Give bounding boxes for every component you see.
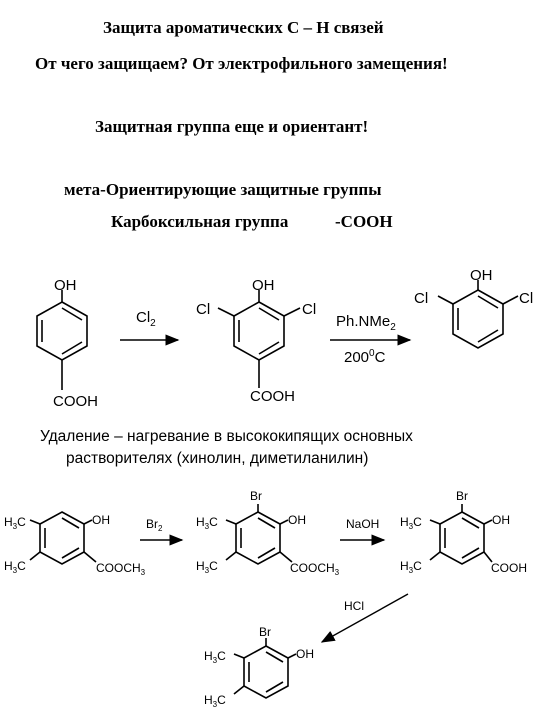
- acid-label: COOH: [491, 561, 527, 575]
- start-cooh-label: COOH: [53, 393, 98, 410]
- svg-text:H3C: H3C: [400, 515, 422, 531]
- oh-label: OH: [92, 513, 110, 527]
- svg-text:Cl2: Cl2: [136, 309, 156, 329]
- molecule-bromo-ester: Br H3C H3C OH COOCH3: [196, 489, 340, 577]
- oh-label: OH: [492, 513, 510, 527]
- svg-text:H3C: H3C: [400, 559, 422, 575]
- arrow-decarboxylation-hcl: HCl: [320, 593, 409, 643]
- arrow-bromination: Br2: [140, 517, 184, 546]
- svg-text:COOCH3: COOCH3: [290, 561, 340, 577]
- h3c-label: H: [400, 515, 409, 529]
- h3c-label: H: [4, 559, 13, 573]
- ester-label: COOCH: [290, 561, 335, 575]
- reagent-phnme2-sub: 2: [390, 322, 396, 333]
- h3c-sub: 3: [205, 566, 210, 575]
- molecule-bromo-acid: Br H3C H3C OH COOH: [400, 489, 527, 575]
- br-label: Br: [259, 625, 271, 639]
- h3c-c: C: [17, 515, 26, 529]
- end-cl-left-label: Cl: [414, 290, 428, 307]
- carboxyl-group-formula: -COOH: [335, 212, 393, 231]
- reagent-hcl: HCl: [344, 599, 364, 613]
- h3c-label: H: [4, 515, 13, 529]
- end-oh-label: OH: [470, 267, 493, 284]
- condition-unit: C: [375, 349, 386, 366]
- h3c-sub: 3: [205, 522, 210, 531]
- start-oh-label: OH: [54, 277, 77, 294]
- svg-text:Ph.NMe2: Ph.NMe2: [336, 313, 396, 333]
- arrow-chlorination: Cl2: [120, 309, 180, 346]
- svg-text:H3C: H3C: [4, 515, 26, 531]
- h3c-c: C: [217, 649, 226, 663]
- h3c-label: H: [400, 559, 409, 573]
- h3c-sub: 3: [409, 566, 414, 575]
- mid-oh-label: OH: [252, 277, 275, 294]
- condition-degree: 0: [369, 348, 375, 359]
- carboxyl-group-label: Карбоксильная группа: [111, 212, 289, 231]
- mid-cl-right-label: Cl: [302, 301, 316, 318]
- subtitle-question: От чего защищаем? От электрофильного зам…: [35, 54, 448, 73]
- subtitle-orientant: Защитная группа еще и ориентант!: [95, 117, 369, 136]
- svg-text:COOCH3: COOCH3: [96, 561, 146, 577]
- molecule-4-hydroxybenzoic-acid: OH COOH: [36, 277, 98, 410]
- removal-note-line2: растворителях (хинолин, диметиланилин): [66, 450, 369, 467]
- ester-label: COOCH: [96, 561, 141, 575]
- condition-temp: 200: [344, 349, 369, 366]
- svg-text:Br2: Br2: [146, 517, 163, 533]
- h3c-label: H: [196, 559, 205, 573]
- reagent-br2-sub: 2: [158, 524, 163, 533]
- ester-sub: 3: [141, 568, 146, 577]
- h3c-c: C: [209, 559, 218, 573]
- h3c-sub: 3: [13, 522, 18, 531]
- h3c-label: H: [196, 515, 205, 529]
- molecule-bromo-dimethylphenol: Br H3C H3C OH: [204, 625, 314, 709]
- reagent-phnme2: Ph.NMe: [336, 313, 390, 330]
- h3c-c: C: [217, 693, 226, 707]
- mid-cooh-label: COOH: [250, 388, 295, 405]
- reagent-naoh: NaOH: [346, 517, 379, 531]
- h3c-sub: 3: [213, 656, 218, 665]
- svg-text:H3C: H3C: [196, 515, 218, 531]
- h3c-sub: 3: [213, 700, 218, 709]
- h3c-c: C: [17, 559, 26, 573]
- svg-text:H3C: H3C: [204, 693, 226, 709]
- svg-text:H3C: H3C: [196, 559, 218, 575]
- oh-label: OH: [296, 647, 314, 661]
- br-label: Br: [250, 489, 262, 503]
- molecule-dichloro-hydroxybenzoic-acid: OH Cl Cl COOH: [196, 277, 316, 405]
- svg-text:H3C: H3C: [4, 559, 26, 575]
- reagent-cl2: Cl: [136, 309, 150, 326]
- reagent-cl2-sub: 2: [150, 318, 156, 329]
- molecule-dichlorophenol: OH Cl Cl: [414, 267, 533, 349]
- arrow-hydrolysis: NaOH: [340, 517, 386, 546]
- h3c-sub: 3: [13, 566, 18, 575]
- h3c-c: C: [413, 515, 422, 529]
- h3c-c: C: [413, 559, 422, 573]
- molecule-methyl-dimethylsalicylate: H3C H3C OH COOCH3: [4, 511, 146, 577]
- svg-text:H3C: H3C: [204, 649, 226, 665]
- h3c-label: H: [204, 693, 213, 707]
- h3c-c: C: [209, 515, 218, 529]
- oh-label: OH: [288, 513, 306, 527]
- h3c-label: H: [204, 649, 213, 663]
- slide-title: Защита ароматических С – Н связей: [103, 18, 384, 37]
- mid-cl-left-label: Cl: [196, 301, 210, 318]
- heading-meta-groups: мета-Ориентирующие защитные группы: [64, 180, 382, 199]
- br-label: Br: [456, 489, 468, 503]
- svg-text:2000C: 2000C: [344, 348, 386, 366]
- ester-sub: 3: [335, 568, 340, 577]
- removal-note-line1: Удаление – нагревание в высококипящих ос…: [40, 428, 413, 445]
- h3c-sub: 3: [409, 522, 414, 531]
- end-cl-right-label: Cl: [519, 290, 533, 307]
- reagent-br2: Br: [146, 517, 158, 531]
- arrow-decarboxylation: Ph.NMe2 2000C: [330, 313, 412, 366]
